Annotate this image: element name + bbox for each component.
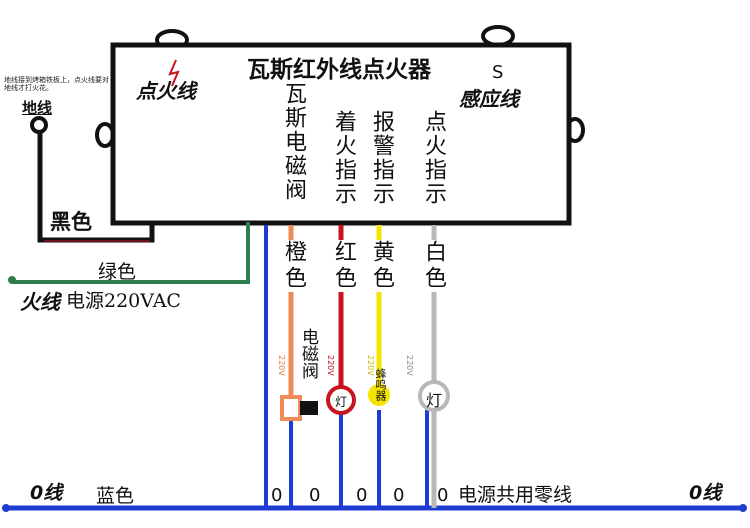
valve-coil	[280, 395, 302, 421]
terminal-name-fire: 着火指示	[330, 110, 356, 206]
zero-mark-1: 0	[271, 485, 283, 506]
ground-note: 地线接到烤箱铁板上，点火线要对地线才打火花。	[4, 76, 109, 92]
zero-mark-3: 0	[356, 485, 368, 506]
wire-color-orange: 橙色	[280, 240, 306, 292]
fire-lamp	[326, 385, 356, 415]
neutral-terminal-right	[739, 504, 747, 512]
ground-terminal	[30, 116, 48, 134]
mount-ear-top-right	[481, 25, 515, 47]
green-wire-label: 绿色	[98, 261, 137, 283]
ignite-lamp-label: 灯	[425, 391, 442, 410]
wire-color-white-text: 白色	[420, 240, 446, 292]
neutral-terminal-left	[2, 504, 10, 512]
zero-mark-5: 0	[437, 485, 449, 506]
igniter-title: 瓦斯红外线点火器	[247, 57, 431, 83]
blue-wire-label: 蓝色	[96, 485, 135, 507]
volt-label-ignite: 220V	[405, 355, 414, 376]
wire-color-white: 白色	[420, 240, 446, 292]
wire-color-orange-text: 橙色	[280, 240, 306, 292]
buzzer-device-label: 蜂鸣器	[374, 368, 387, 401]
common-neutral-label: 电源共用零线	[458, 484, 573, 506]
volt-label-valve: 220V	[277, 355, 286, 376]
black-wire-label: 黑色	[50, 206, 92, 236]
wire-color-yellow: 黄色	[368, 240, 394, 292]
live-terminal	[8, 276, 16, 284]
zero-mark-2: 0	[309, 485, 321, 506]
ignition-line-label: 点火线	[136, 79, 196, 103]
volt-label-alarm: 220V	[366, 355, 375, 376]
wire-color-red-text: 红色	[330, 240, 356, 292]
wire-color-red: 红色	[330, 240, 356, 292]
live-wire-label: 火线	[20, 290, 60, 314]
green-live-wire	[12, 222, 250, 284]
terminal-name-valve-text: 瓦斯电磁阀	[281, 82, 306, 202]
terminal-name-alarm: 报警指示	[368, 110, 394, 206]
volt-label-fire: 220V	[326, 355, 335, 376]
wire-color-yellow-text: 黄色	[368, 240, 394, 292]
terminal-name-fire-text: 着火指示	[331, 110, 356, 206]
terminal-name-alarm-text: 报警指示	[369, 110, 394, 206]
terminal-name-ignite: 点火指示	[420, 110, 446, 206]
ignite-lamp	[418, 380, 450, 412]
buzzer	[368, 384, 390, 406]
igniter-box	[110, 42, 572, 226]
neutral-label-left: 0线	[30, 482, 63, 504]
ground-black-wire	[37, 128, 155, 243]
zero-mark-4: 0	[393, 485, 405, 506]
spark-icon	[168, 59, 180, 87]
valve-device-label: 电磁阀	[296, 328, 321, 379]
sensor-line-label: 感应线	[459, 87, 519, 111]
terminal-name-valve: 瓦斯电磁阀	[280, 82, 306, 202]
fire-lamp-label: 灯	[334, 395, 347, 409]
terminal-name-ignite-text: 点火指示	[421, 110, 446, 206]
power-label: 电源220VAC	[66, 290, 181, 312]
valve-body	[300, 401, 318, 415]
ground-label: 地线	[22, 99, 53, 117]
neutral-label-right: 0线	[689, 482, 722, 504]
sensor-letter: S	[492, 62, 504, 83]
